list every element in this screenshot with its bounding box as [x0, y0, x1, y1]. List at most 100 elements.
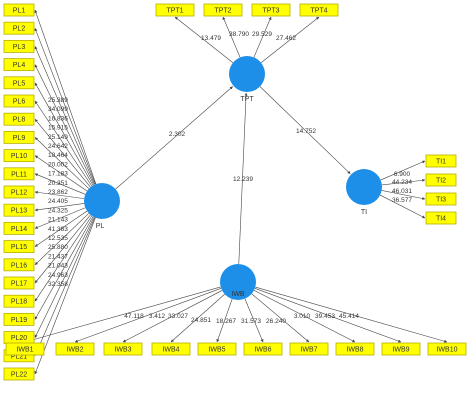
indicator-pl8[interactable]: PL8	[3, 112, 35, 126]
indicator-iwb1-label: IWB1	[16, 347, 33, 354]
indicator-iwb1[interactable]: IWB1	[5, 342, 45, 356]
construct-pl-circle	[84, 183, 120, 219]
indicator-iwb10-label: IWB10	[436, 347, 457, 354]
indicator-iwb2-rect	[55, 342, 95, 356]
indicator-pl18[interactable]: PL18	[3, 294, 35, 308]
indicator-pl10[interactable]: PL10	[3, 149, 35, 163]
indicator-tpt4-rect	[299, 3, 339, 17]
indicator-ti2[interactable]: TI2	[425, 173, 457, 187]
indicator-pl20[interactable]: PL20	[3, 331, 35, 345]
indicator-iwb7[interactable]: IWB7	[289, 342, 329, 356]
weight-tpt1: 13.479	[201, 35, 221, 42]
indicator-pl5[interactable]: PL5	[3, 76, 35, 90]
indicator-pl11-label: PL11	[11, 171, 27, 178]
indicator-pl2[interactable]: PL2	[3, 21, 35, 35]
indicator-iwb10-rect	[427, 342, 467, 356]
indicator-iwb4-label: IWB4	[162, 347, 179, 354]
weight-pl-5: 25.149	[48, 134, 68, 141]
weight-iwb3: 33.027	[168, 313, 188, 320]
construct-iwb[interactable]: IWB	[220, 264, 256, 300]
indicator-tpt3-rect	[251, 3, 291, 17]
indicator-pl6[interactable]: PL6	[3, 94, 35, 108]
indicator-iwb8-label: IWB8	[346, 347, 363, 354]
indicator-pl14-label: PL14	[11, 226, 27, 233]
weight-iwb9: 39.453	[315, 313, 335, 320]
weight-iwb2: 3.412	[149, 313, 166, 320]
indicator-pl15-rect	[3, 240, 35, 254]
indicator-pl21-label: PL21	[11, 353, 27, 360]
weight-pl-17: 25.880	[48, 244, 68, 251]
indicator-tpt2-rect	[203, 3, 243, 17]
edge-tpt-tpt3	[253, 16, 272, 58]
indicator-pl9[interactable]: PL9	[3, 130, 35, 144]
indicator-pl5-label: PL5	[13, 80, 26, 87]
indicator-iwb10[interactable]: IWB10	[427, 342, 467, 356]
indicator-tpt3[interactable]: TPT3	[251, 3, 291, 17]
indicator-ti3-label: TI3	[436, 197, 446, 204]
weight-iwb10: 45.414	[339, 313, 359, 320]
indicator-iwb2[interactable]: IWB2	[55, 342, 95, 356]
indicator-pl4[interactable]: PL4	[3, 58, 35, 71]
indicator-pl19[interactable]: PL19	[3, 312, 35, 326]
indicator-iwb5[interactable]: IWB5	[197, 342, 237, 356]
indicator-tpt1-label: TPT1	[166, 8, 183, 15]
indicator-iwb6[interactable]: IWB6	[243, 342, 283, 356]
edge-pl-pl8	[34, 119, 91, 188]
edge-ti-ti3	[381, 190, 426, 200]
indicator-pl1[interactable]: PL1	[3, 3, 35, 17]
indicator-tpt1[interactable]: TPT1	[155, 3, 195, 17]
indicator-tpt4-label: TPT4	[310, 8, 327, 15]
weight-ti4: 36.577	[392, 197, 412, 204]
indicator-pl22[interactable]: PL22	[3, 367, 35, 381]
edge-iwb-iwb3	[122, 290, 223, 343]
weight-pl-13: 24.325	[48, 207, 68, 214]
indicator-pl13[interactable]: PL13	[3, 203, 35, 217]
indicator-tpt2[interactable]: TPT2	[203, 3, 243, 17]
construct-ti-circle	[346, 169, 382, 205]
indicator-ti3[interactable]: TI3	[425, 192, 457, 206]
indicator-ti1-rect	[425, 154, 457, 168]
indicator-pl12[interactable]: PL12	[3, 185, 35, 199]
edge-iwb-iwb7	[251, 293, 310, 343]
indicator-iwb3-label: IWB3	[114, 347, 131, 354]
indicator-iwb3[interactable]: IWB3	[103, 342, 143, 356]
construct-pl-label: PL	[96, 223, 105, 230]
indicator-pl11[interactable]: PL11	[3, 167, 35, 181]
indicator-iwb5-label: IWB5	[208, 347, 225, 354]
edge-tpt-tpt1	[174, 16, 234, 63]
indicator-pl15[interactable]: PL15	[3, 240, 35, 254]
indicator-pl3[interactable]: PL3	[3, 40, 35, 53]
indicator-pl18-label: PL18	[11, 299, 27, 306]
edge-pl-pl5	[34, 82, 94, 186]
edge-iwb-iwb1	[24, 286, 221, 343]
indicator-pl22-label: PL22	[11, 372, 27, 379]
indicator-iwb5-rect	[197, 342, 237, 356]
indicator-tpt4[interactable]: TPT4	[299, 3, 339, 17]
edge-ti-ti1	[380, 160, 426, 181]
indicator-iwb9[interactable]: IWB9	[381, 342, 421, 356]
construct-pl[interactable]: PL	[84, 183, 120, 230]
indicator-ti1[interactable]: TI1	[425, 154, 457, 168]
edge-ti-ti4	[379, 194, 426, 219]
indicator-pl17-label: PL17	[11, 281, 27, 288]
indicator-iwb6-rect	[243, 342, 283, 356]
edge-iwb-iwb8	[253, 290, 356, 343]
weight-iwb8: 3.010	[294, 313, 311, 320]
indicator-pl9-label: PL9	[13, 135, 26, 142]
indicator-pl22-rect	[3, 367, 35, 381]
indicator-iwb4[interactable]: IWB4	[151, 342, 191, 356]
indicator-ti4[interactable]: TI4	[425, 211, 457, 225]
indicator-iwb8[interactable]: IWB8	[335, 342, 375, 356]
indicator-pl17[interactable]: PL17	[3, 276, 35, 290]
indicator-iwb1-rect	[5, 342, 45, 356]
weight-pl-10: 20.351	[48, 180, 68, 187]
construct-tpt-circle	[229, 56, 265, 92]
weight-pl-2: 34.099	[48, 106, 68, 113]
construct-tpt[interactable]: TPT	[229, 56, 265, 103]
edge-pl-pl14	[34, 207, 86, 229]
indicator-pl14[interactable]: PL14	[3, 221, 35, 235]
weight-pl-11: 23.862	[48, 189, 68, 196]
indicator-pl16[interactable]: PL16	[3, 258, 35, 272]
construct-ti[interactable]: TI	[346, 169, 382, 216]
edge-iwb-iwb9	[254, 288, 402, 343]
